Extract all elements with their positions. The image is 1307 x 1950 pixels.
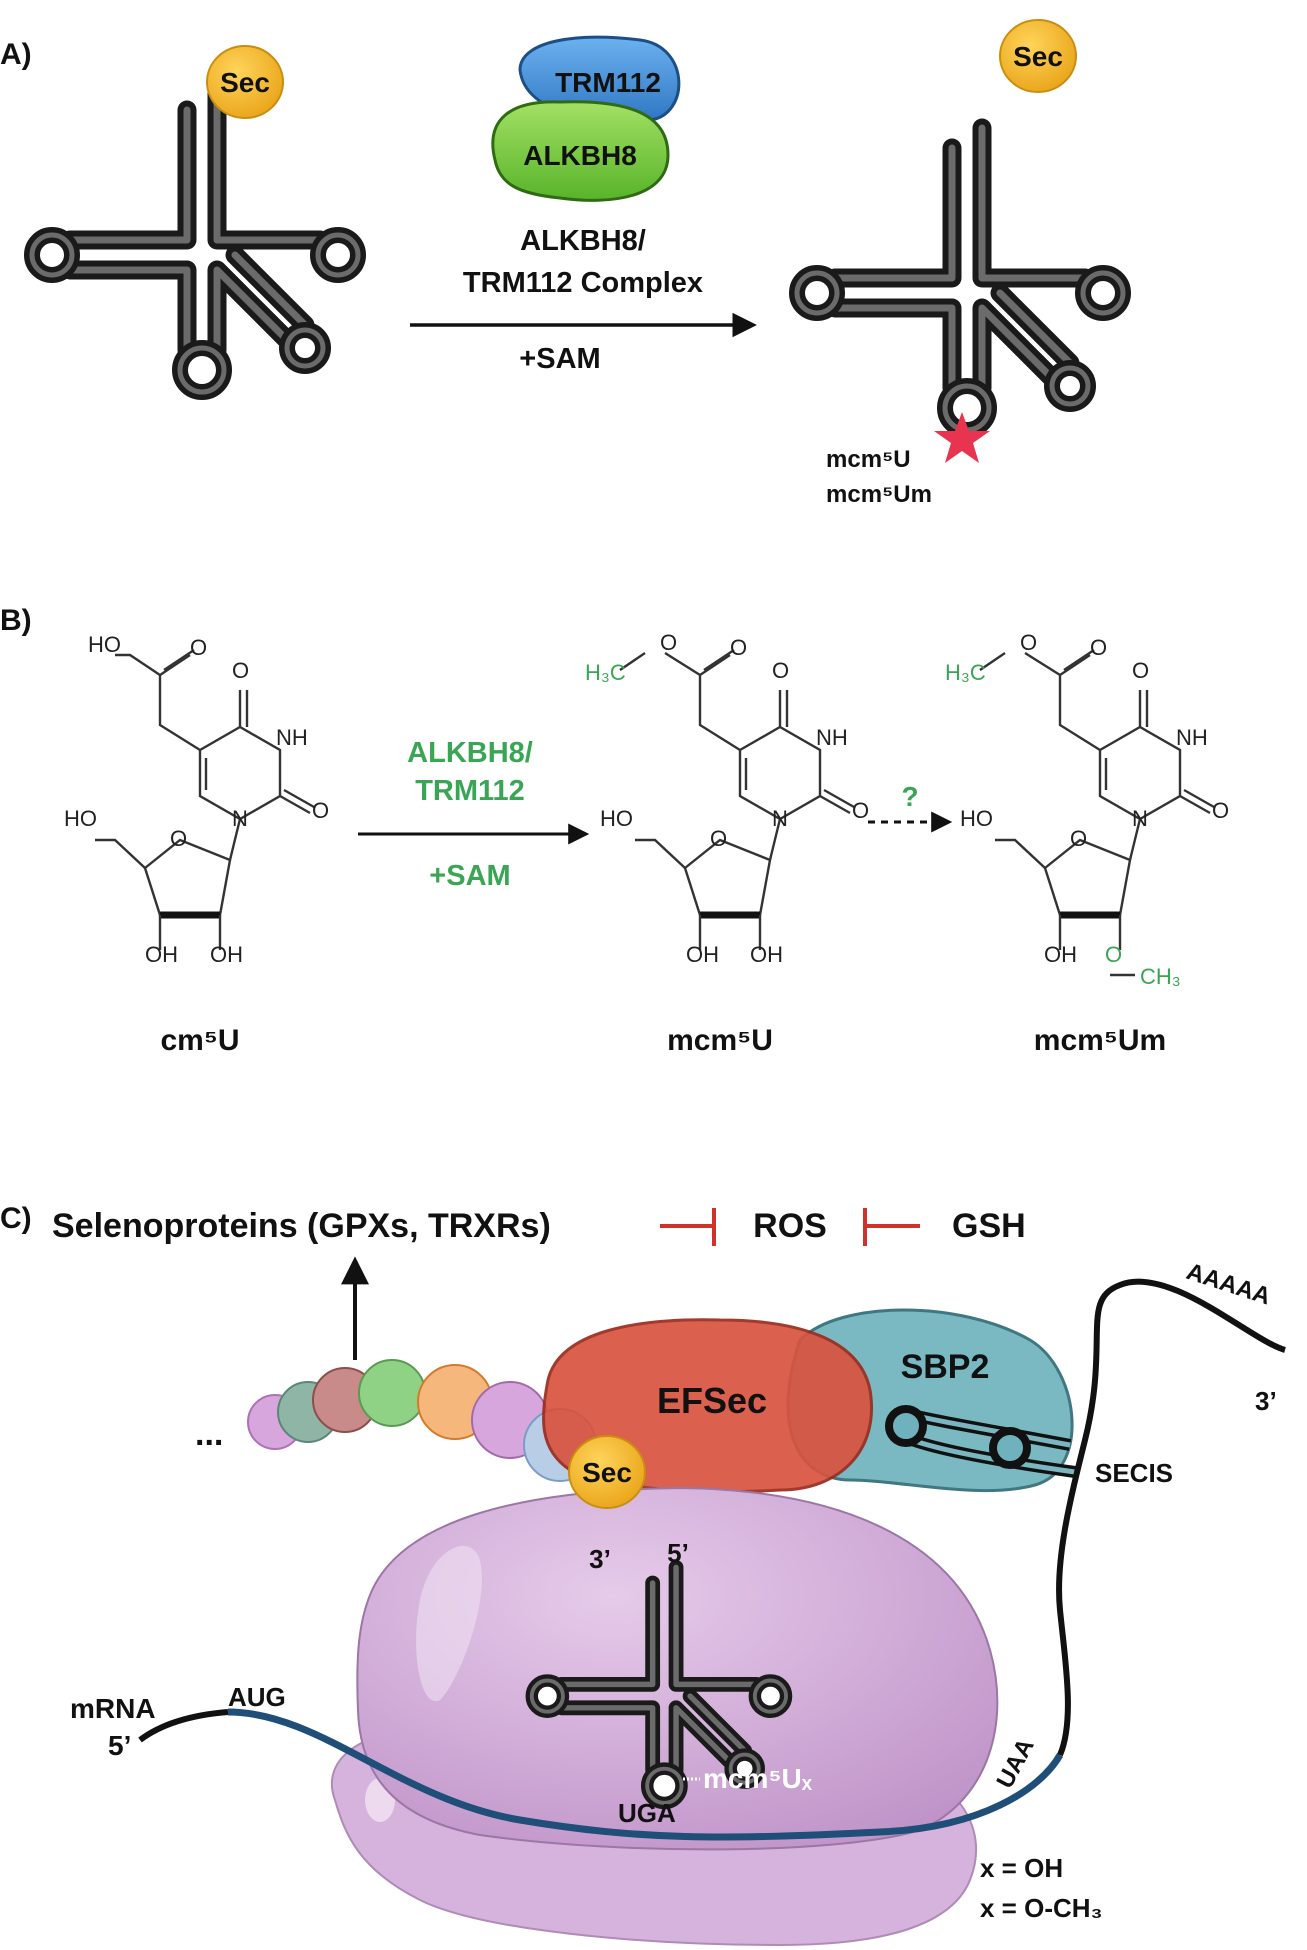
- inhibition-gsh: [863, 1208, 920, 1246]
- trna-5prime: 5’: [667, 1538, 689, 1568]
- cm5u-o-sugar: O: [170, 826, 187, 851]
- mcm5u-oh1: OH: [686, 942, 719, 967]
- alkbh8-protein: [491, 100, 670, 202]
- mcm5um-o-ring: O: [1132, 658, 1149, 683]
- panel-a-label: A): [0, 38, 32, 71]
- enzyme-line2: TRM112: [415, 775, 525, 807]
- mrna-3prime: 3’: [1255, 1386, 1277, 1416]
- mrna-3prime-utr: [1056, 1278, 1286, 1757]
- sec-label-right: Sec: [1013, 41, 1063, 72]
- mcm5u-o-sugar: O: [710, 826, 727, 851]
- secis-hairpin: [885, 1405, 1076, 1478]
- mcm5um-o-2: O: [1212, 798, 1229, 823]
- mod-label-2: mcm⁵Um: [826, 481, 932, 508]
- mrna-5prime: 5’: [108, 1730, 131, 1761]
- mcm5um-o-carbonyl: O: [1090, 635, 1107, 660]
- mcm5u-h3c: H₃C: [585, 660, 626, 685]
- sec-ball-c: [568, 1435, 646, 1509]
- chain-ellipsis: ...: [195, 1415, 223, 1453]
- mcm5u-o-carbonyl: O: [730, 635, 747, 660]
- mrna-5prime-utr: [138, 1709, 229, 1743]
- ros-label: ROS: [753, 1207, 827, 1245]
- aug-codon: AUG: [228, 1682, 286, 1712]
- trna-modification-label: mcm⁵Uₓ: [703, 1763, 813, 1794]
- compound-mcm5um: mcm⁵Um: [1034, 1024, 1166, 1057]
- panel-b-label: B): [0, 604, 32, 637]
- mcm5u-oh2: OH: [750, 942, 783, 967]
- mcm5u-n: N: [772, 806, 788, 831]
- structure-cm5u: [95, 649, 314, 950]
- selenoproteins-label: Selenoproteins (GPXs, TRXRs): [52, 1207, 551, 1245]
- compound-cm5u: cm⁵U: [160, 1024, 239, 1057]
- panel-c-label: C): [0, 1202, 32, 1235]
- trna-right: [797, 128, 1123, 430]
- sec-label-c: Sec: [582, 1457, 632, 1488]
- mcm5um-ch3: CH₃: [1140, 964, 1181, 989]
- cm5u-o-2: O: [312, 798, 329, 823]
- cm5u-nh: NH: [276, 725, 308, 750]
- sec-ball-right: [999, 19, 1077, 93]
- mcm5um-ho: HO: [960, 806, 993, 831]
- mcm5um-o-sugar: O: [1070, 826, 1087, 851]
- structure-mcm5u: [619, 649, 854, 950]
- cm5u-ho: HO: [64, 806, 97, 831]
- mcm5um-o-methyl: O: [1105, 942, 1122, 967]
- mcm5u-ho: HO: [600, 806, 633, 831]
- trm112-label: TRM112: [555, 67, 661, 98]
- complex-line1: ALKBH8/: [520, 225, 646, 257]
- enzyme-line1: ALKBH8/: [407, 737, 533, 769]
- compound-mcm5u: mcm⁵U: [667, 1024, 773, 1057]
- cm5u-o-acid: O: [190, 635, 207, 660]
- peptide-chain: [247, 1359, 597, 1482]
- x-och3-note: x = O-CH₃: [980, 1893, 1103, 1923]
- mcm5um-o-ester: O: [1020, 630, 1037, 655]
- trna-3prime: 3’: [589, 1544, 611, 1574]
- secis-label: SECIS: [1095, 1458, 1173, 1488]
- trna-left: [32, 90, 358, 392]
- mcm5um-n: N: [1132, 806, 1148, 831]
- sec-label-left: Sec: [220, 67, 270, 98]
- mod-label-1: mcm⁵U: [826, 446, 911, 473]
- cm5u-o-ring: O: [232, 658, 249, 683]
- mcm5u-o-ring: O: [772, 658, 789, 683]
- complex-line2: TRM112 Complex: [463, 267, 703, 299]
- alkbh8-label: ALKBH8: [523, 140, 637, 171]
- x-oh-note: x = OH: [980, 1853, 1063, 1883]
- cofactor-b: +SAM: [429, 860, 510, 892]
- mrna-label: mRNA: [70, 1693, 156, 1724]
- cm5u-n: N: [232, 806, 248, 831]
- efsec-label: EFSec: [657, 1380, 767, 1421]
- structure-mcm5um: [979, 649, 1214, 977]
- modification-star: [934, 412, 990, 463]
- uga-codon: UGA: [618, 1798, 676, 1828]
- mcm5um-oh: OH: [1044, 942, 1077, 967]
- cm5u-oh1: OH: [145, 942, 178, 967]
- cofactor-a: +SAM: [519, 343, 600, 375]
- mcm5u-o-2: O: [852, 798, 869, 823]
- unknown-enzyme: ?: [901, 781, 918, 812]
- inhibition-ros: [660, 1208, 716, 1246]
- mcm5um-nh: NH: [1176, 725, 1208, 750]
- sec-ball-left: [206, 45, 284, 119]
- mcm5um-h3c: H₃C: [945, 660, 986, 685]
- mcm5u-o-ester: O: [660, 630, 677, 655]
- cm5u-ho-acid: HO: [88, 632, 121, 657]
- cm5u-oh2: OH: [210, 942, 243, 967]
- mcm5u-nh: NH: [816, 725, 848, 750]
- gsh-label: GSH: [952, 1207, 1026, 1245]
- ribosome-highlight-large: [416, 1545, 482, 1702]
- mrna-coding-region: [227, 1708, 1064, 1841]
- sbp2-label: SBP2: [901, 1348, 990, 1386]
